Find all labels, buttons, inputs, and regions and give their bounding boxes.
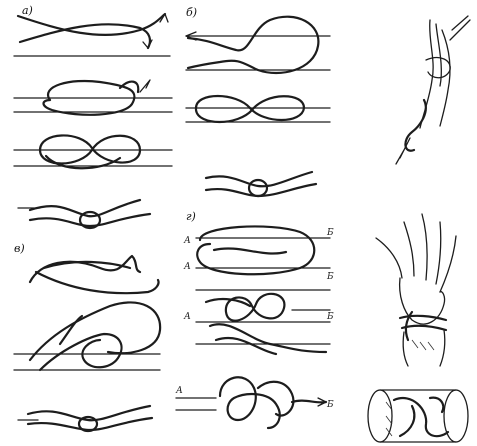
panel-a-drawings [14, 14, 172, 228]
knot-a-step-1 [14, 14, 170, 56]
knot-g-step-4 [176, 377, 326, 428]
knot-b-step-3 [206, 172, 316, 196]
knot-b-step-1 [186, 17, 330, 73]
hand-with-wrist-knot-sketch [376, 214, 456, 366]
knot-v-step-3 [18, 406, 152, 431]
knot-a-step-4 [18, 200, 150, 228]
panel-b-drawings [186, 17, 330, 196]
panel-g-drawings [176, 226, 330, 428]
knot-g-step-1 [196, 226, 330, 274]
knot-v-step-2 [14, 302, 160, 370]
rope-loop-around-cylinder-sketch [368, 390, 468, 442]
knot-a-step-2 [14, 80, 172, 115]
knot-v-step-1 [30, 256, 159, 293]
knot-b-step-2 [186, 96, 330, 122]
knot-a-step-3 [14, 135, 172, 168]
knot-g-step-3 [196, 324, 330, 354]
knot-g-step-2 [196, 290, 330, 322]
rope-hanging-sketch [396, 16, 470, 164]
panel-v-drawings [14, 256, 160, 431]
